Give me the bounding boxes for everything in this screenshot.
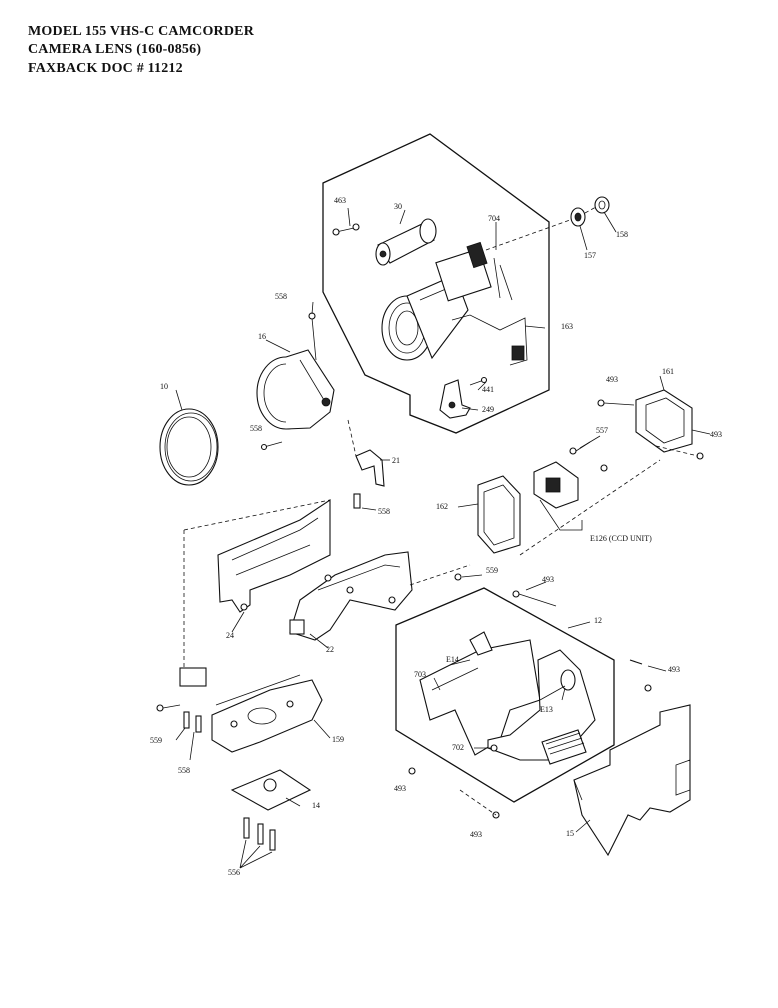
callout-558-a: 558	[275, 292, 287, 301]
callout-703: 703	[414, 670, 426, 679]
filter-plate-162	[477, 475, 521, 554]
callout-558-d: 558	[178, 766, 190, 775]
callout-21: 21	[392, 456, 400, 465]
callout-463: 463	[334, 196, 346, 205]
leader-lines	[175, 207, 711, 869]
callout-e14: E14	[446, 655, 459, 664]
callout-559-a: 559	[486, 566, 498, 575]
doc-number: FAXBACK DOC # 11212	[28, 61, 183, 76]
callout-558-c: 558	[378, 507, 390, 516]
callout-704: 704	[488, 214, 500, 223]
callout-163: 163	[561, 322, 573, 331]
callout-157: 157	[584, 251, 596, 260]
callout-14: 14	[312, 801, 320, 810]
callout-558-b: 558	[250, 424, 262, 433]
filter-ring-part	[159, 408, 219, 486]
callout-493-b: 493	[710, 430, 722, 439]
callout-493-a: 493	[606, 375, 618, 384]
callout-e13: E13	[540, 705, 553, 714]
callout-162: 162	[436, 502, 448, 511]
screw-558-a	[260, 441, 283, 451]
callout-702: 702	[452, 743, 464, 752]
callout-16: 16	[258, 332, 266, 341]
callout-559-b: 559	[150, 736, 162, 745]
bracket-21	[347, 419, 385, 487]
callout-249: 249	[482, 405, 494, 414]
callout-e126: E126 (CCD UNIT)	[590, 534, 652, 543]
frame-link-line-2	[183, 499, 331, 531]
callout-158: 158	[616, 230, 628, 239]
gear-plate-14	[230, 769, 312, 851]
callout-557: 557	[596, 426, 608, 435]
motor-part	[375, 218, 437, 266]
callout-10: 10	[160, 382, 168, 391]
holder-161	[597, 389, 704, 460]
bracket-249	[439, 376, 488, 419]
callout-159: 159	[332, 735, 344, 744]
pcb-assembly-outline	[395, 587, 615, 803]
doc-title-model: MODEL 155 VHS-C CAMCORDER	[28, 24, 255, 39]
ccd-link-line	[519, 459, 661, 556]
callout-15: 15	[566, 829, 574, 838]
bushing-parts	[485, 196, 610, 251]
shield-15	[573, 704, 691, 857]
lens-barrel-part	[381, 241, 528, 366]
callout-556: 556	[228, 868, 240, 877]
callout-493-f: 493	[470, 830, 482, 839]
screw-558-b	[353, 493, 377, 511]
callout-493-e: 493	[394, 784, 406, 793]
lens-hood-part	[256, 312, 335, 430]
frame-24	[217, 498, 331, 613]
callout-493-c: 493	[542, 575, 554, 584]
callout-493-d: 493	[668, 665, 680, 674]
callout-161: 161	[662, 367, 674, 376]
pcb-12	[419, 631, 596, 765]
ccd-unit-part	[533, 441, 608, 531]
screw-463	[332, 223, 360, 236]
screw-493-group	[408, 573, 652, 819]
chassis-link-line	[409, 564, 471, 586]
lens-assembly-outline	[322, 133, 550, 434]
callout-22: 22	[326, 645, 334, 654]
doc-title-part: CAMERA LENS (160-0856)	[28, 42, 202, 57]
base-plate-159	[156, 667, 323, 753]
callout-441: 441	[482, 385, 494, 394]
chassis-22	[289, 551, 413, 641]
callout-24: 24	[226, 631, 234, 640]
callout-12: 12	[594, 616, 602, 625]
callout-30: 30	[394, 202, 402, 211]
